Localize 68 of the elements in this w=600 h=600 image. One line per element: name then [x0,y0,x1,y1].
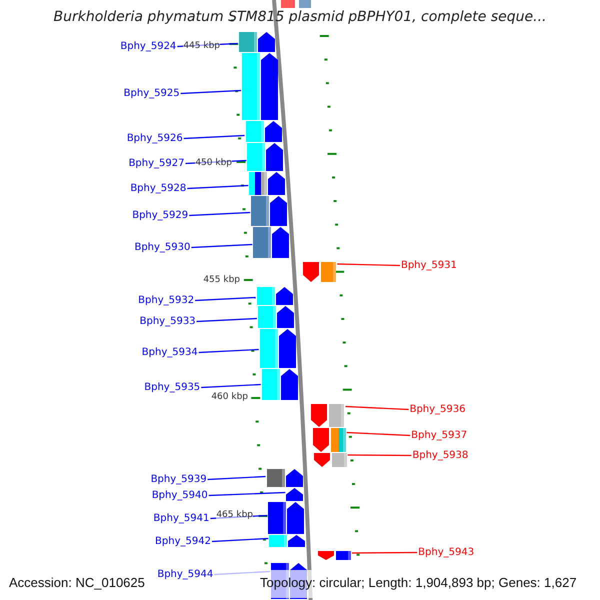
gene-label: Bphy_5942 [155,535,211,548]
leader-line [208,492,286,496]
gene-label: Bphy_5930 [134,241,190,254]
gene-feature [238,32,275,52]
scale-label: 445 kbp [183,41,220,52]
gene-feature [253,227,290,258]
gene-label: Bphy_5926 [126,132,183,145]
leader-line [210,514,268,520]
gene-label: Bphy_5928 [130,182,186,195]
scale-label: 450 kbp [195,158,232,169]
gene-label: Bphy_5937 [411,429,468,442]
gene-feature [266,469,302,487]
gene-label: Bphy_5927 [128,157,184,170]
gene-feature [246,121,282,142]
gene-label: Bphy_5935 [144,381,200,394]
leader-line [196,318,257,322]
gene-feature [314,453,347,467]
gene-label: Bphy_5941 [153,512,210,525]
gene-label: Bphy_5924 [120,40,176,53]
scale-label: 460 kbp [211,392,248,403]
gene-label: Bphy_5929 [132,209,188,222]
gene-feature [312,428,346,452]
gene-feature [260,329,296,368]
gene-label: Bphy_5936 [410,403,466,416]
map-title: Burkholderia phymatum STM815 plasmid pBPHY01, complete seque... [52,9,548,25]
gene-label: Bphy_5940 [152,489,208,502]
gene-feature [242,53,278,120]
gene-label: Bphy_5938 [412,449,468,462]
gene-feature [258,306,294,328]
gene-feature [256,287,293,305]
leader-line [212,538,268,542]
gene-label: Bphy_5944 [157,568,214,581]
gene-feature [303,262,336,282]
leader-line [208,476,266,480]
gene-feature [269,535,306,547]
leader-line [177,42,238,48]
leader-line [187,184,248,190]
gene-label: Bphy_5943 [418,546,474,559]
gene-label: Bphy_5934 [142,346,198,359]
leader-line [346,432,410,436]
gene-label: Bphy_5939 [150,473,207,486]
gene-feature [318,551,351,560]
gene-label: Bphy_5932 [138,294,194,307]
gene-feature [311,404,344,427]
leader-line [191,244,252,248]
leader-line [201,384,261,388]
info-text: Accession: NC_010625 [9,575,145,591]
gene-feature [251,196,288,226]
scale-label: 465 kbp [216,510,253,521]
leader-line [195,296,256,302]
gene-feature [268,502,304,534]
leader-line [180,90,242,94]
info-text: Topology: circular; Length: 1,904,893 bp; Genes: 1,627 [260,575,577,591]
leader-line [185,160,246,164]
gene-feature [262,369,298,400]
leader-line [189,212,250,216]
leader-line [352,552,418,554]
leader-line [337,263,400,266]
gene-feature [247,143,284,171]
gene-label: Bphy_5925 [124,87,180,100]
leader-line [348,454,412,456]
leader-line [184,134,245,140]
leader-line [345,406,409,410]
gene-feature [249,172,286,195]
scale-label: 455 kbp [203,275,240,286]
gene-label: Bphy_5933 [140,315,196,328]
leader-line [198,348,259,354]
gene-label: Bphy_5931 [400,259,457,272]
